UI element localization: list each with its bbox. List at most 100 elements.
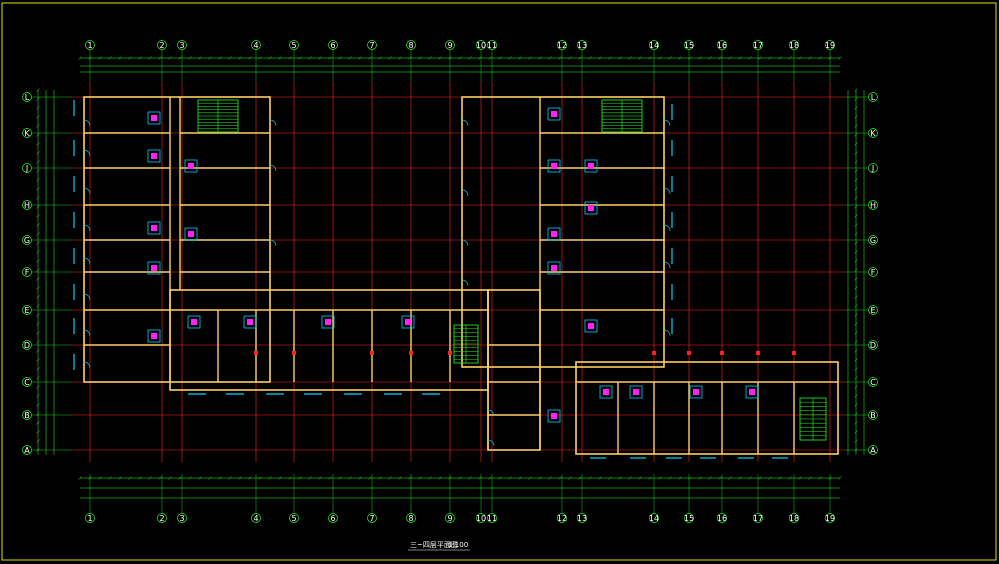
- dimension-tick: [368, 56, 372, 60]
- column-axis-label: 3: [179, 41, 184, 50]
- column-axis-label: 11: [487, 41, 497, 50]
- dimension-tick: [708, 476, 712, 480]
- column-axis-label: 19: [825, 41, 835, 50]
- door-swing: [663, 119, 671, 127]
- dimension-tick: [488, 56, 492, 60]
- row-axis-label: D: [870, 341, 876, 350]
- dimension-tick: [854, 151, 858, 155]
- dimension-tick: [388, 56, 392, 60]
- dimension-tick: [318, 56, 322, 60]
- toilet-fixture: [693, 389, 699, 395]
- dimension-tick: [768, 476, 772, 480]
- toilet-fixture: [191, 319, 197, 325]
- dimension-tick: [854, 133, 858, 137]
- row-axis-bubble: [22, 267, 32, 277]
- row-axis-bubble: [22, 163, 32, 173]
- dimension-tick: [228, 56, 232, 60]
- dimension-tick: [36, 97, 40, 101]
- dimension-tick: [188, 476, 192, 480]
- dimension-tick: [788, 56, 792, 60]
- toilet-fixture: [405, 319, 411, 325]
- row-axis-label: E: [870, 306, 875, 315]
- dimension-tick: [188, 56, 192, 60]
- dimension-tick: [854, 421, 858, 425]
- dimension-tick: [854, 340, 858, 344]
- column-marker: [720, 351, 724, 355]
- dimension-tick: [138, 56, 142, 60]
- column-axis-label: 7: [369, 514, 374, 523]
- dimension-tick: [418, 56, 422, 60]
- dimension-tick: [568, 476, 572, 480]
- dimension-tick: [548, 476, 552, 480]
- dimension-tick: [638, 56, 642, 60]
- bathroom-outline: [187, 315, 201, 329]
- row-axis-label: L: [871, 93, 876, 102]
- row-axis-label: F: [871, 268, 876, 277]
- dimension-tick: [838, 56, 842, 60]
- bathroom-outline: [147, 329, 161, 343]
- dimension-tick: [728, 476, 732, 480]
- dimension-tick: [628, 476, 632, 480]
- row-axis-bubble: [868, 267, 878, 277]
- toilet-fixture: [551, 111, 557, 117]
- dimension-tick: [738, 56, 742, 60]
- column-axis-bubble: [717, 513, 727, 523]
- dimension-tick: [158, 476, 162, 480]
- column-marker: [254, 351, 258, 355]
- dimension-tick: [568, 56, 572, 60]
- dimension-tick: [36, 313, 40, 317]
- door-swing: [663, 187, 671, 195]
- dimension-tick: [628, 56, 632, 60]
- column-axis-bubble: [289, 513, 299, 523]
- dimension-tick: [278, 476, 282, 480]
- column-marker: [370, 351, 374, 355]
- column-axis-bubble: [753, 513, 763, 523]
- rooms: [73, 100, 796, 459]
- dimension-tick: [808, 56, 812, 60]
- dimension-tick: [36, 304, 40, 308]
- dimension-tick: [308, 476, 312, 480]
- dimension-tick: [658, 476, 662, 480]
- column-axis-bubble: [445, 513, 455, 523]
- bathroom-outline: [147, 149, 161, 163]
- dimension-tick: [458, 56, 462, 60]
- dimension-tick: [528, 56, 532, 60]
- dimension-tick: [458, 476, 462, 480]
- door-swing: [663, 224, 671, 232]
- dimension-tick: [608, 476, 612, 480]
- dimension-tick: [36, 214, 40, 218]
- dimension-tick: [358, 56, 362, 60]
- dimension-tick: [588, 476, 592, 480]
- column-axis-bubble: [367, 40, 377, 50]
- row-axis-bubble: [868, 340, 878, 350]
- door-swing: [487, 439, 495, 447]
- bathroom-outline: [547, 159, 561, 173]
- row-axis-bubble: [22, 235, 32, 245]
- dimension-tick: [548, 56, 552, 60]
- toilet-fixture: [151, 225, 157, 231]
- row-axis-bubble: [868, 410, 878, 420]
- bathroom-outline: [184, 159, 198, 173]
- dimension-tick: [148, 476, 152, 480]
- dimension-tick: [128, 56, 132, 60]
- dimension-tick: [428, 56, 432, 60]
- dimension-tick: [178, 56, 182, 60]
- row-axis-label: H: [24, 201, 30, 210]
- column-axis-bubble: [577, 40, 587, 50]
- dimension-tick: [168, 56, 172, 60]
- row-axis-label: A: [24, 446, 30, 455]
- dimension-tick: [108, 476, 112, 480]
- door-swing: [83, 149, 91, 157]
- title-block: 三~四层平面图 1:100: [408, 541, 470, 551]
- dimension-tick: [618, 476, 622, 480]
- dimension-tick: [598, 56, 602, 60]
- column-axis-label: 15: [684, 41, 694, 50]
- dimension-tick: [778, 476, 782, 480]
- door-swing: [269, 164, 277, 172]
- column-axis-bubble: [406, 40, 416, 50]
- dimension-tick: [98, 476, 102, 480]
- column-axis-bubble: [825, 40, 835, 50]
- dimension-tick: [578, 476, 582, 480]
- dimension-tick: [36, 367, 40, 371]
- column-axis-label: 6: [330, 41, 335, 50]
